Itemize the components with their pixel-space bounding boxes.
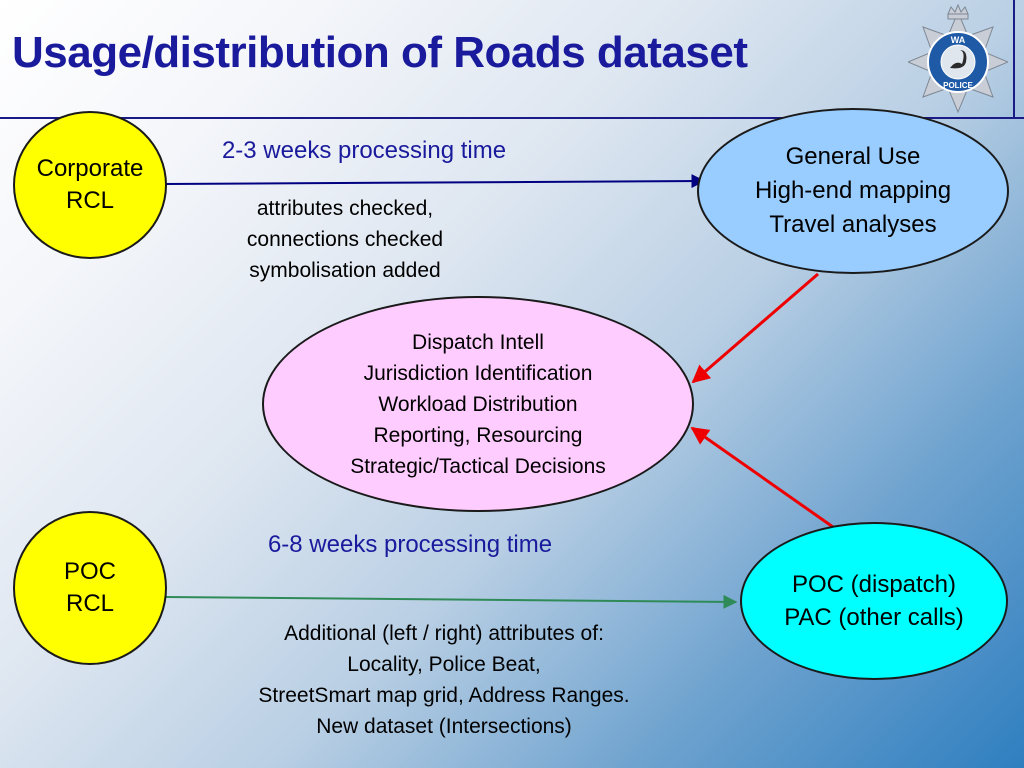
note-line: New dataset (Intersections) bbox=[316, 715, 572, 738]
node-line: RCL bbox=[65, 590, 114, 617]
arrow-corporate-to-general bbox=[164, 174, 706, 189]
note-line: StreetSmart map grid, Address Ranges. bbox=[258, 684, 630, 707]
slide-title: Usage/distribution of Roads dataset bbox=[12, 28, 748, 77]
wa-police-badge-icon: WA POLICE bbox=[908, 4, 1008, 114]
node-line: Jurisdiction Identification bbox=[363, 361, 593, 385]
bottom-notes: Additional (left / right) attributes of:… bbox=[200, 618, 688, 742]
note-line: attributes checked, bbox=[256, 197, 434, 220]
note-line: Additional (left / right) attributes of: bbox=[284, 622, 604, 645]
arrow-pocrcl-to-pocdispatch bbox=[164, 594, 738, 609]
bottom-processing-time: 6-8 weeks processing time bbox=[267, 531, 553, 558]
note-line: connections checked bbox=[246, 228, 444, 251]
node-poc-dispatch: POC (dispatch) PAC (other calls) bbox=[740, 522, 1008, 680]
node-line: Corporate bbox=[36, 155, 144, 182]
node-line: General Use bbox=[785, 143, 921, 170]
node-line: Strategic/Tactical Decisions bbox=[350, 454, 606, 478]
note-line: symbolisation added bbox=[249, 259, 441, 282]
node-line: Dispatch Intell bbox=[412, 330, 544, 354]
badge-center bbox=[940, 44, 976, 80]
node-line: Workload Distribution bbox=[378, 392, 578, 416]
node-line: High-end mapping bbox=[754, 177, 952, 204]
node-line: Reporting, Resourcing bbox=[373, 423, 583, 447]
node-line: PAC (other calls) bbox=[784, 604, 964, 631]
title-divider-vertical bbox=[1013, 0, 1015, 119]
arrow-pocdispatch-to-dispatch bbox=[690, 426, 834, 529]
swan-shape bbox=[950, 50, 967, 69]
node-line: POC (dispatch) bbox=[791, 571, 957, 598]
title-divider bbox=[0, 117, 1024, 119]
node-poc-rcl: POC RCL bbox=[13, 511, 167, 665]
crown-base bbox=[947, 13, 969, 20]
badge-top-text: WA bbox=[951, 35, 966, 45]
node-line: POC bbox=[63, 558, 116, 585]
arrow-general-to-dispatch bbox=[691, 272, 819, 384]
node-line: Travel analyses bbox=[769, 211, 937, 238]
node-line: RCL bbox=[65, 187, 114, 214]
crown-top bbox=[947, 4, 969, 15]
top-notes: attributes checked, connections checked sy… bbox=[205, 193, 485, 286]
note-line: Locality, Police Beat, bbox=[347, 653, 541, 676]
badge-bottom-text: POLICE bbox=[943, 81, 973, 90]
top-processing-time: 2-3 weeks processing time bbox=[221, 137, 507, 164]
